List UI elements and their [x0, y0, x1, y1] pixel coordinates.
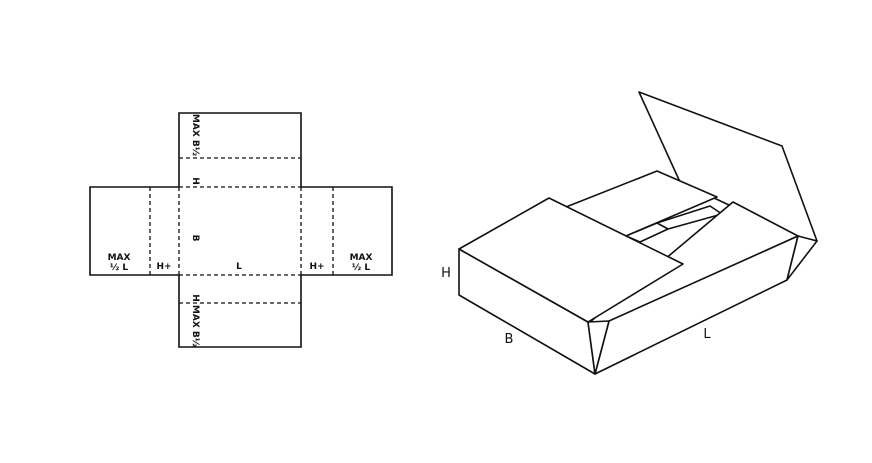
top-side-label: H [190, 177, 200, 185]
box-3d: H B L [441, 91, 818, 375]
left-side-label: H+ [156, 262, 171, 272]
center-width-label: B [190, 235, 200, 242]
right-flap-label-line1: MAX [350, 253, 373, 263]
right-side-label: H+ [309, 262, 324, 272]
right-flap-label-line2: ½ L [352, 262, 370, 273]
top-flap-label: MAX B½ [190, 114, 201, 156]
height-label: H [441, 266, 451, 281]
left-flap-label-line1: MAX [108, 253, 131, 263]
left-flap-label-line2: ½ L [110, 262, 128, 273]
right-end-corner [786, 235, 818, 281]
width-label: B [505, 332, 514, 347]
front-lid-flap [458, 197, 684, 323]
net-outline [89, 112, 393, 348]
center-length-label: L [236, 262, 242, 272]
flat-net: MAX ½ L H+ L B H+ MAX ½ L H MAX B½ H MAX… [89, 112, 393, 348]
bottom-flap-label: MAX B½ [190, 305, 201, 347]
length-label: L [703, 327, 711, 342]
inner-strip-line [656, 222, 669, 230]
front-corner-fold [587, 320, 610, 375]
bottom-side-label: H [190, 294, 200, 302]
